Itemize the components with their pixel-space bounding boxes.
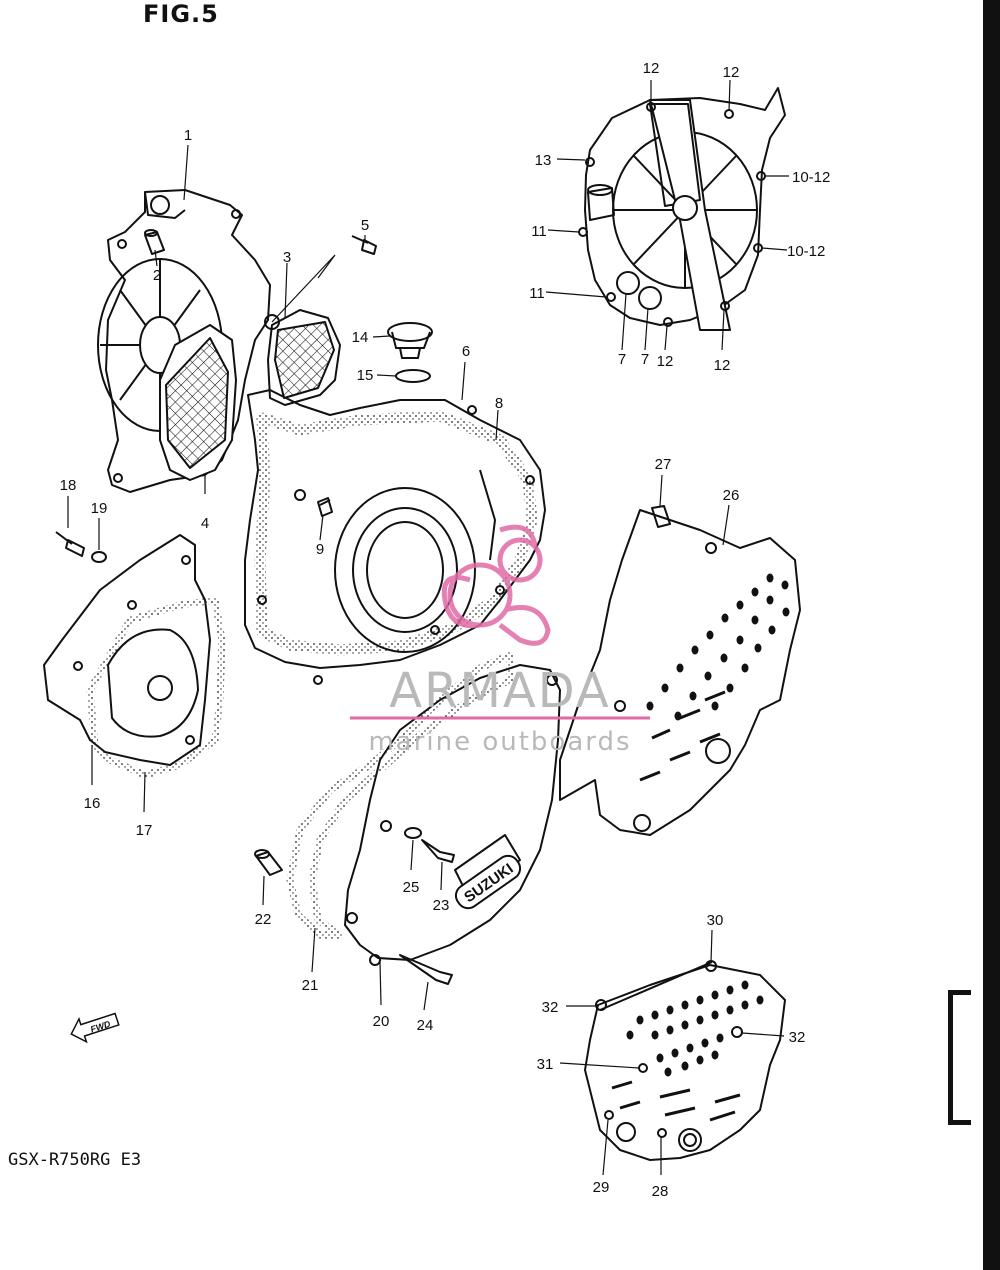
callout-29: 29 bbox=[593, 1179, 610, 1196]
callout-30: 30 bbox=[707, 912, 724, 929]
callout-6: 6 bbox=[462, 343, 470, 360]
bolt-part-24 bbox=[399, 954, 453, 985]
watermark-brand: ARMADA bbox=[389, 663, 610, 719]
crankcase-cover-part-6 bbox=[244, 389, 546, 685]
callout-14: 14 bbox=[352, 329, 369, 346]
callout-8: 8 bbox=[495, 395, 503, 412]
callout-18: 18 bbox=[60, 477, 77, 494]
callout-2: 2 bbox=[153, 267, 161, 284]
callout-25: 25 bbox=[403, 879, 420, 896]
dowel-part-22 bbox=[254, 849, 283, 876]
callout-10-12b: 10-12 bbox=[787, 243, 825, 260]
callout-11b: 11 bbox=[529, 285, 545, 302]
callout-28: 28 bbox=[652, 1183, 669, 1200]
callout-7a: 7 bbox=[618, 351, 626, 368]
callout-17: 17 bbox=[136, 822, 153, 839]
figure-title: FIG.5 bbox=[143, 0, 219, 28]
guard-plate-holes bbox=[626, 980, 764, 1077]
callout-19: 19 bbox=[91, 500, 108, 517]
washer-part-25 bbox=[404, 827, 422, 839]
callout-4: 4 bbox=[201, 515, 209, 532]
watermark-tagline: marine outboards bbox=[368, 727, 631, 757]
screen-part-3 bbox=[264, 309, 341, 406]
callout-21: 21 bbox=[302, 977, 319, 994]
callout-3: 3 bbox=[283, 249, 291, 266]
side-cover-part-12 bbox=[578, 87, 786, 331]
sprocket-cover-holes bbox=[646, 573, 790, 721]
small-cover-part-16 bbox=[43, 534, 211, 766]
callout-20: 20 bbox=[373, 1013, 390, 1030]
callout-5: 5 bbox=[361, 217, 369, 234]
fwd-arrow-icon: FWD bbox=[70, 1012, 120, 1044]
dowel-part-9 bbox=[317, 497, 333, 517]
callout-13: 13 bbox=[535, 152, 552, 169]
callout-23: 23 bbox=[433, 897, 450, 914]
callout-12c: 12 bbox=[657, 353, 674, 370]
scan-edge bbox=[983, 0, 1000, 1270]
armada-logo-icon bbox=[441, 524, 551, 646]
callout-12b: 12 bbox=[723, 64, 740, 81]
callout-15: 15 bbox=[357, 367, 374, 384]
oil-filler-cap-part-14 bbox=[387, 322, 433, 359]
callout-12a: 12 bbox=[643, 60, 660, 77]
callout-9: 9 bbox=[316, 541, 324, 558]
callout-32b: 32 bbox=[789, 1029, 806, 1046]
o-ring-part-15 bbox=[395, 369, 431, 383]
callout-27: 27 bbox=[655, 456, 672, 473]
dowel-part-27 bbox=[651, 505, 671, 528]
bolt-part-23 bbox=[421, 839, 455, 863]
guard-plate-part-30 bbox=[584, 960, 786, 1161]
callout-16: 16 bbox=[84, 795, 101, 812]
leader-lines bbox=[67, 79, 789, 1176]
callout-10-12a: 10-12 bbox=[792, 169, 830, 186]
callout-22: 22 bbox=[255, 911, 272, 928]
callout-32a: 32 bbox=[542, 999, 559, 1016]
bolt-part-18 bbox=[55, 531, 85, 557]
washer-part-19 bbox=[91, 551, 107, 563]
armada-watermark: ARMADA marine outboards bbox=[350, 524, 650, 757]
callout-12d: 12 bbox=[714, 357, 731, 374]
bolt-part-5 bbox=[351, 235, 377, 255]
callout-24: 24 bbox=[417, 1017, 434, 1034]
callout-7b: 7 bbox=[641, 351, 649, 368]
callout-31: 31 bbox=[537, 1056, 554, 1073]
baffle-part-4 bbox=[159, 324, 237, 481]
part-callouts: 1 2 3 4 5 6 7 7 8 9 10-12 10-12 11 11 12… bbox=[60, 60, 831, 1200]
callout-26: 26 bbox=[723, 487, 740, 504]
dowel-part-2 bbox=[144, 229, 165, 255]
callout-1: 1 bbox=[184, 127, 192, 144]
callout-11a: 11 bbox=[531, 223, 547, 240]
model-code: GSX-R750RG E3 bbox=[8, 1150, 142, 1170]
page-bracket bbox=[948, 990, 971, 1125]
gasket-part-17 bbox=[86, 596, 226, 779]
